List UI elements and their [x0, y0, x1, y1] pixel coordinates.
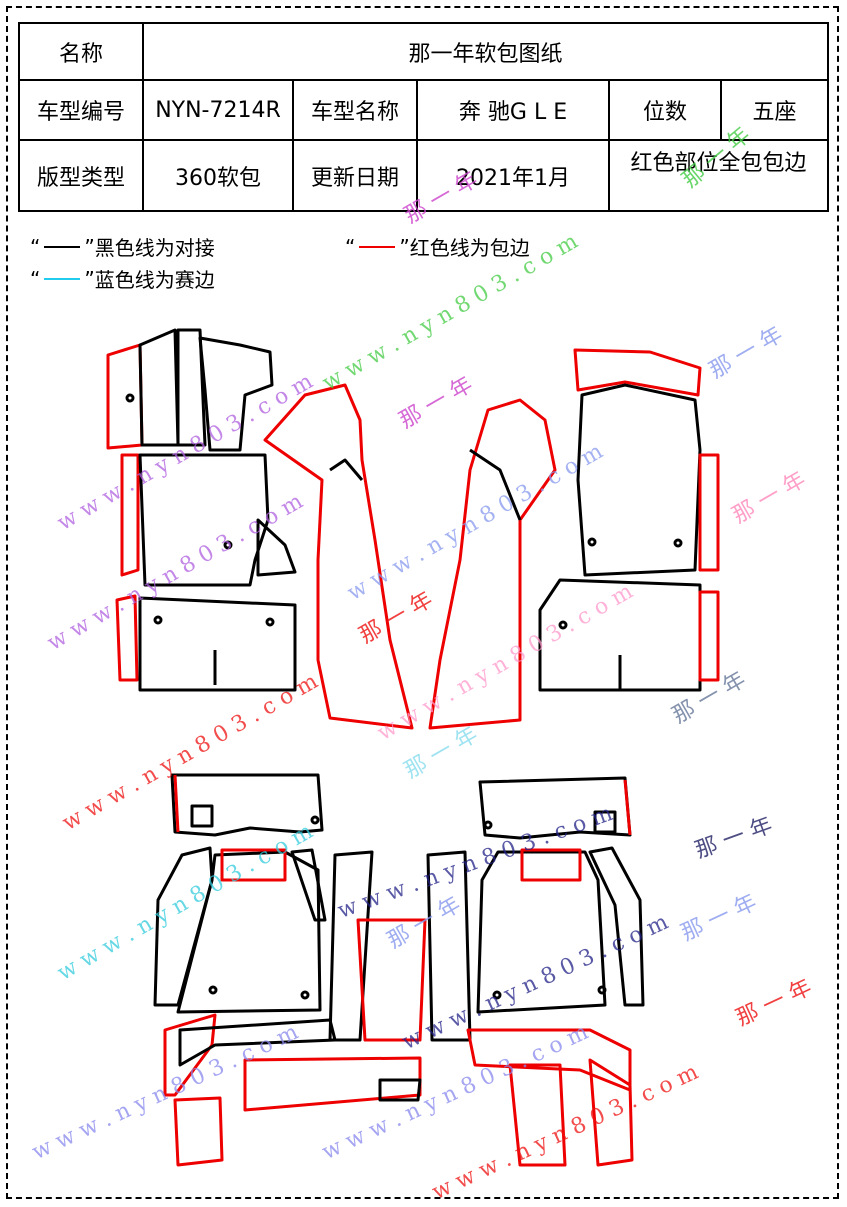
quote-open: “ — [345, 234, 356, 259]
quote-open: “ — [30, 266, 41, 291]
date-label: 更新日期 — [292, 139, 418, 212]
legend-black-text: 黑色线为对接 — [94, 236, 215, 260]
legend-red: “ ” 红色线为包边 — [345, 232, 530, 261]
legend-black: “ ” 黑色线为对接 — [30, 232, 215, 261]
legend-blue: “ ” 蓝色线为赛边 — [30, 264, 215, 293]
type-label: 版型类型 — [18, 139, 144, 212]
type-value: 360软包 — [142, 139, 294, 212]
quote-close: ” — [84, 234, 95, 259]
spec-table: 名称 那一年软包图纸 车型编号 NYN-7214R 车型名称 奔 驰G L E … — [18, 22, 829, 212]
red-line-swatch — [359, 245, 396, 248]
name-label: 名称 — [18, 22, 144, 81]
legend-red-text: 红色线为包边 — [409, 236, 530, 260]
model-name-value: 奔 驰G L E — [416, 79, 610, 141]
blue-line-swatch — [44, 277, 81, 280]
model-code-label: 车型编号 — [18, 79, 144, 141]
date-value: 2021年1月 — [416, 139, 610, 212]
front-left-mat — [106, 328, 297, 692]
rear-center-pieces — [243, 850, 472, 1112]
model-code-value: NYN-7214R — [142, 79, 294, 141]
legend-blue-text: 蓝色线为赛边 — [94, 268, 215, 292]
center-tunnel-pieces — [263, 383, 557, 730]
seats-label: 位数 — [608, 79, 722, 141]
quote-open: “ — [30, 234, 41, 259]
rear-right-mat — [466, 776, 645, 1167]
quote-close: ” — [84, 266, 95, 291]
note-cell: 红色部位全包包边 — [608, 139, 829, 212]
black-line-swatch — [44, 245, 81, 248]
rear-left-mat — [153, 773, 337, 1167]
seats-value: 五座 — [720, 79, 829, 141]
name-value: 那一年软包图纸 — [142, 22, 829, 81]
quote-close: ” — [399, 234, 410, 259]
model-name-label: 车型名称 — [292, 79, 418, 141]
page-border — [6, 6, 839, 1199]
front-right-mat — [538, 348, 720, 692]
